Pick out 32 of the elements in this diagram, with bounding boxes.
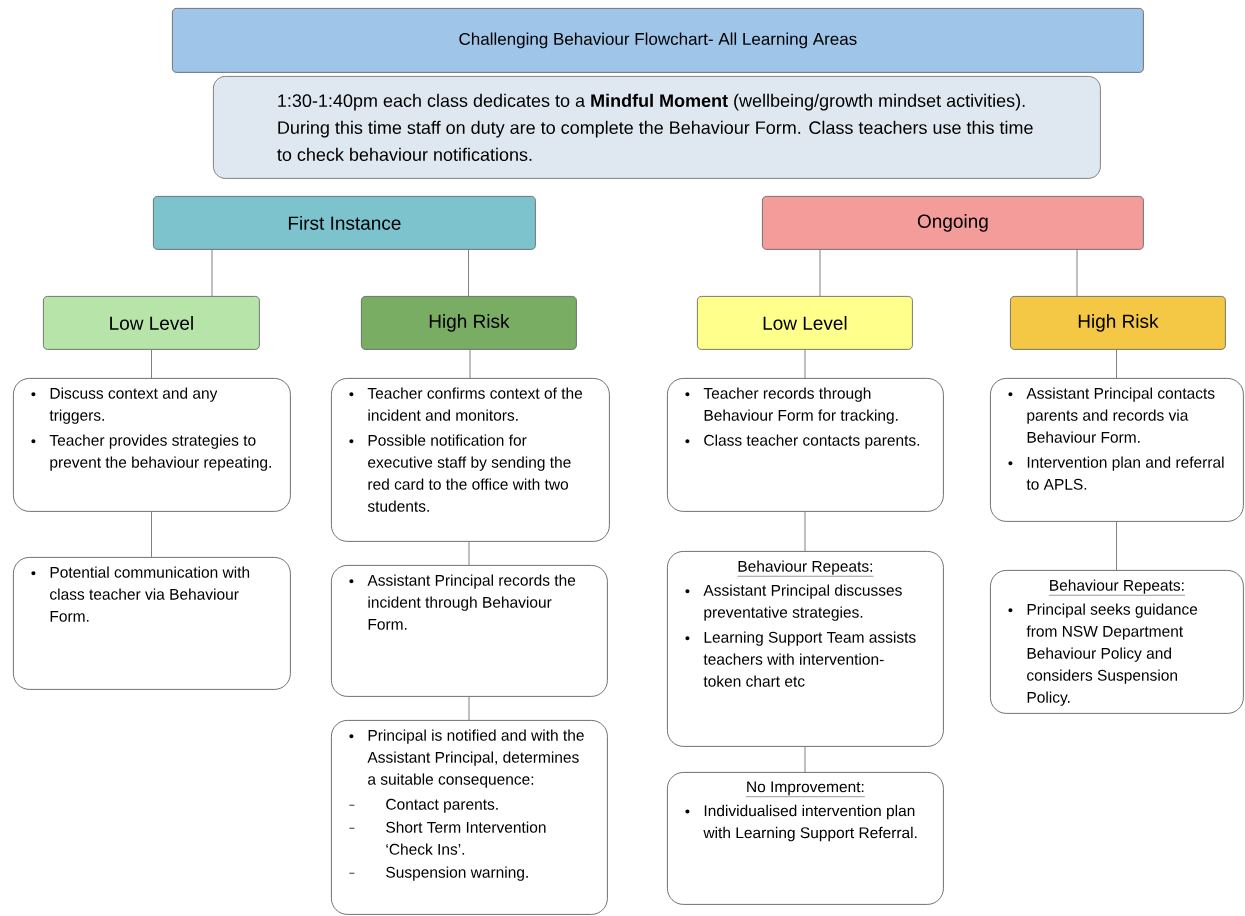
text-box: Teacher confirms context of the incident and monitors. Possible notification for executive staff by sending the red card to the office with two students. — [331, 378, 610, 542]
connector-line — [804, 511, 806, 552]
connector-line — [469, 349, 471, 379]
text-box: Behaviour Repeats: Principal seeks guidance from NSW Department Behaviour Policy and considers Suspension Policy. — [990, 570, 1244, 714]
connector-line — [1076, 249, 1078, 297]
connector-line — [804, 746, 806, 773]
info-box: 1:30-1:40pm each class dedicates to a Mindful Moment (wellbeing/growth mindset activities). During this time staff on duty are to complete the Behaviour Form. Class teachers use this time to check behaviour notifications. — [213, 76, 1101, 179]
level-header: Low Level — [43, 296, 260, 350]
connector-line — [1116, 349, 1117, 379]
connector-line — [804, 349, 806, 379]
text-box: Teacher records through Behaviour Form for tracking. Class teacher contacts parents. — [667, 378, 944, 512]
category-header: Ongoing — [762, 196, 1144, 250]
category-header: First Instance — [153, 196, 536, 250]
connector-line — [151, 511, 152, 558]
text-box: Discuss context and any triggers. Teacher provides strategies to prevent the behaviour repeating. — [13, 378, 291, 512]
connector-line — [468, 696, 470, 721]
text-box: Assistant Principal records the incident through Behaviour Form. — [331, 565, 608, 697]
connector-line — [819, 249, 821, 297]
connector-line — [468, 541, 470, 566]
connector-line — [151, 349, 152, 379]
text-box: Potential communication with class teacher via Behaviour Form. — [13, 557, 291, 690]
text-box: No Improvement: Individualised intervention plan with Learning Support Referral. — [667, 772, 944, 905]
level-header: High Risk — [361, 296, 577, 350]
level-header: High Risk — [1010, 296, 1226, 350]
level-header: Low Level — [697, 296, 913, 350]
text-box: Behaviour Repeats: Assistant Principal discusses preventative strategies. Learning Support Team assists teachers with intervention- token chart etc — [667, 551, 944, 747]
text-box: Assistant Principal contacts parents and records via Behaviour Form. Intervention plan and referral to APLS. — [990, 378, 1244, 522]
connector-line — [468, 249, 469, 297]
title-banner: Challenging Behaviour Flowchart- All Learning Areas — [172, 8, 1144, 73]
text-box: Principal is notified and with the Assistant Principal, determines a suitable consequence: Contact parents. Short Term Intervention ‘Check Ins’. Suspension warning. — [331, 720, 608, 915]
connector-line — [1116, 521, 1117, 571]
connector-line — [211, 249, 213, 297]
